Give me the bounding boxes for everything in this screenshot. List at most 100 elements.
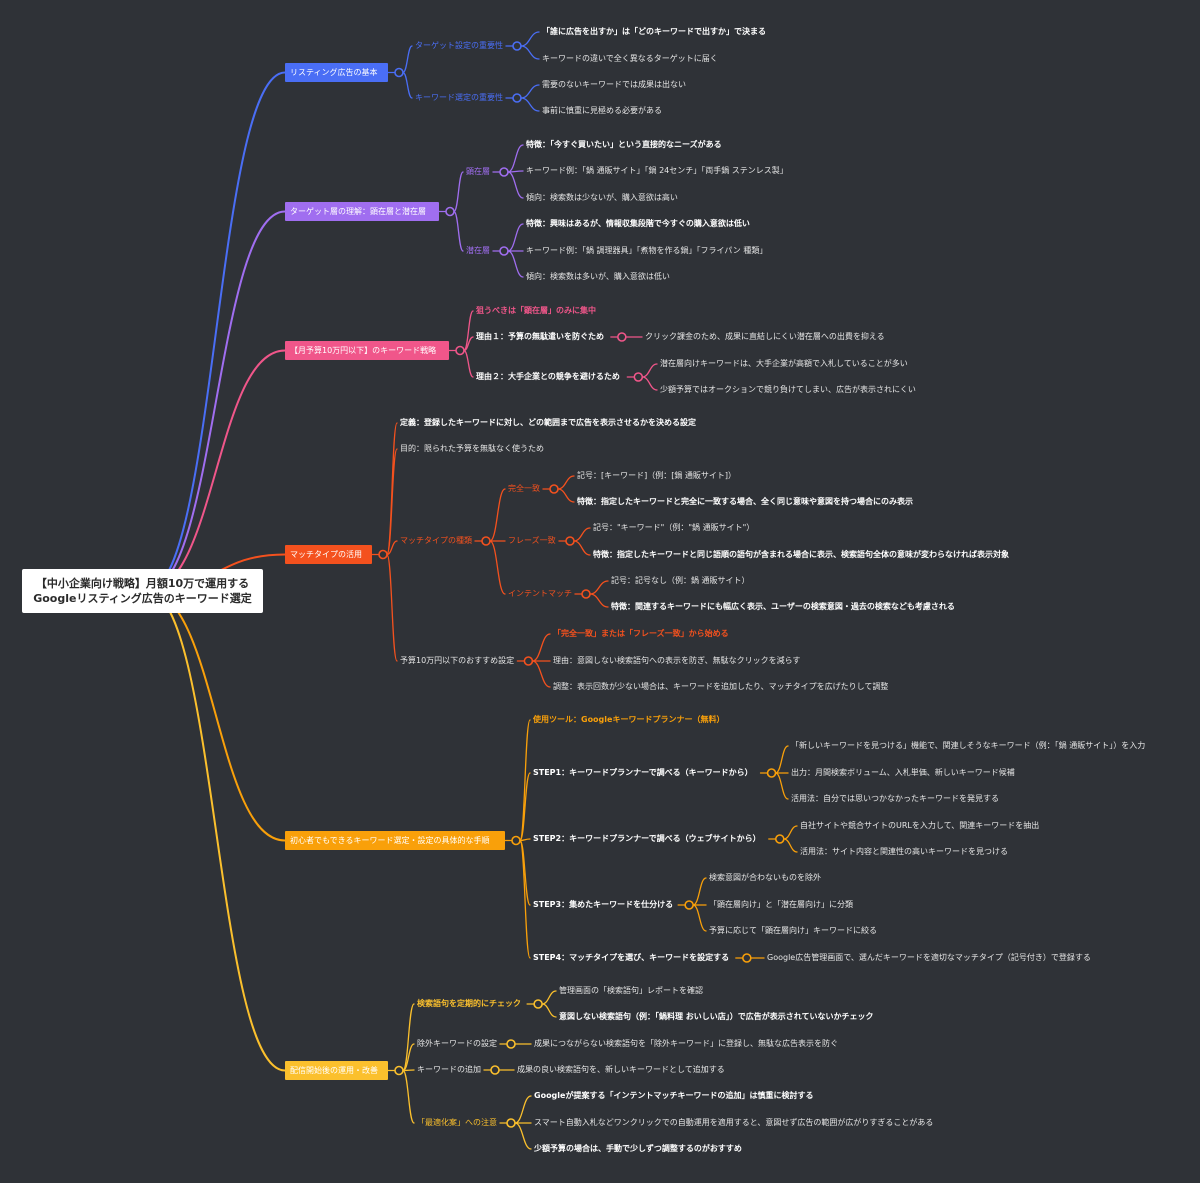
node-b2c1c[interactable]: 傾向：検索数は少ないが、購入意欲は高い [526, 193, 678, 202]
collapse-toggle-b4c3c[interactable] [581, 589, 591, 599]
node-b5c3[interactable]: STEP2：キーワードプランナーで調べる（ウェブサイトから） [533, 834, 761, 843]
node-b6c4b[interactable]: スマート自動入札などワンクリックでの自動運用を適用すると、意図せず広告の範囲が広… [534, 1118, 934, 1127]
node-b3c3a[interactable]: 潜在層向けキーワードは、大手企業が高額で入札していることが多い [660, 359, 908, 368]
collapse-toggle-b6c1[interactable] [533, 999, 543, 1009]
collapse-toggle-b6[interactable] [394, 1065, 404, 1076]
node-b6c1[interactable]: 検索語句を定期的にチェック [417, 999, 521, 1008]
node-b4c3b1[interactable]: 記号："キーワード"（例："鍋 通販サイト"） [593, 523, 755, 532]
node-b4c4b[interactable]: 理由：意図しない検索語句への表示を防ぎ、無駄なクリックを減らす [553, 656, 801, 665]
node-b4c2[interactable]: 目的：限られた予算を無駄なく使うため [400, 444, 544, 453]
node-b5c1[interactable]: 使用ツール：Googleキーワードプランナー（無料） [533, 715, 725, 724]
node-b2c2c[interactable]: 傾向：検索数は多いが、購入意欲は低い [526, 272, 670, 281]
node-b6c3a[interactable]: 成果の良い検索語句を、新しいキーワードとして追加する [517, 1065, 725, 1074]
node-b4c3c1[interactable]: 記号：記号なし（例：鍋 通販サイト） [611, 576, 750, 585]
node-b5c2[interactable]: STEP1：キーワードプランナーで調べる（キーワードから） [533, 768, 753, 777]
node-b4c3b2[interactable]: 特徴：指定したキーワードと同じ語順の語句が含まれる場合に表示、検索語句全体の意味… [593, 550, 1009, 559]
node-b4c3a[interactable]: 完全一致 [508, 484, 540, 493]
node-b6c4[interactable]: 「最適化案」への注意 [417, 1118, 497, 1127]
collapse-toggle-b3c2[interactable] [617, 332, 627, 342]
node-b5c5a[interactable]: Google広告管理画面で、選んだキーワードを適切なマッチタイプ（記号付き）で登… [767, 953, 1091, 962]
connector-b4c3 [386, 540, 398, 556]
node-b4c3c2[interactable]: 特徴：関連するキーワードにも幅広く表示、ユーザーの検索意図・過去の検索なども考慮… [611, 602, 955, 611]
collapse-toggle-b3[interactable] [455, 345, 465, 356]
node-b2c2b[interactable]: キーワード例：「鍋 調理器具」「煮物を作る鍋」「フライパン 種類」 [526, 246, 768, 255]
node-b1c1[interactable]: ターゲット設定の重要性 [415, 41, 503, 50]
node-b4c3a1[interactable]: 記号：[キーワード]（例：[鍋 通販サイト]） [577, 471, 737, 480]
node-b5c2c[interactable]: 活用法：自分では思いつかなかったキーワードを発見する [791, 794, 999, 803]
branch-b5[interactable]: 初心者でもできるキーワード選定・設定の具体的な手順 [285, 831, 505, 850]
node-b5c2b[interactable]: 出力：月間検索ボリューム、入札単価、新しいキーワード候補 [791, 768, 1015, 777]
collapse-toggle-b4c3a[interactable] [549, 484, 559, 494]
collapse-toggle-b4[interactable] [378, 549, 388, 560]
node-b5c4c[interactable]: 予算に応じて「顕在層向け」キーワードに絞る [709, 926, 877, 935]
node-b3c2a[interactable]: クリック課金のため、成果に直結しにくい潜在層への出費を抑える [645, 332, 885, 341]
connector-b5c3 [519, 838, 531, 842]
connector-b6c4c [514, 1122, 532, 1150]
branch-b1[interactable]: リスティング広告の基本 [285, 63, 388, 82]
node-b3c3b[interactable]: 少額予算ではオークションで競り負けてしまい、広告が表示されにくい [660, 385, 916, 394]
branch-b2[interactable]: ターゲット層の理解：顕在層と潜在層 [285, 202, 439, 221]
collapse-toggle-b2c1[interactable] [499, 167, 509, 177]
collapse-toggle-b2[interactable] [445, 206, 455, 217]
node-b6c4c[interactable]: 少額予算の場合は、手動で少しずつ調整するのがおすすめ [534, 1144, 742, 1153]
collapse-toggle-b6c4[interactable] [506, 1118, 516, 1128]
collapse-toggle-b6c2[interactable] [506, 1039, 516, 1049]
branch-b6[interactable]: 配信開始後の運用・改善 [285, 1061, 388, 1080]
root-node[interactable]: 【中小企業向け戦略】月額10万で運用する Googleリスティング広告のキーワー… [22, 569, 263, 613]
collapse-toggle-b6c3[interactable] [490, 1065, 500, 1075]
node-b5c4b[interactable]: 「顕在層向け」と「潜在層向け」に分類 [709, 900, 853, 909]
connector-root-b5 [146, 590, 286, 842]
node-b2c2a[interactable]: 特徴：興味はあるが、情報収集段階で今すぐの購入意欲は低い [526, 219, 750, 228]
collapse-toggle-b3c3[interactable] [633, 372, 644, 382]
node-b4c3[interactable]: マッチタイプの種類 [400, 536, 472, 545]
node-b5c2a[interactable]: 「新しいキーワードを見つける」機能で、関連しそうなキーワード（例：「鍋 通販サイ… [791, 741, 1146, 750]
node-b6c2a[interactable]: 成果につながらない検索語句を「除外キーワード」に登録し、無駄な広告表示を防ぐ [534, 1039, 838, 1048]
collapse-toggle-b1[interactable] [394, 67, 404, 78]
node-b2c2[interactable]: 潜在層 [466, 246, 490, 255]
collapse-toggle-b4c3b[interactable] [565, 536, 575, 546]
connector-b4c3c1 [589, 580, 609, 595]
collapse-toggle-b5c3[interactable] [774, 834, 785, 844]
node-b4c1[interactable]: 定義：登録したキーワードに対し、どの範囲まで広告を表示させるかを決める設定 [400, 418, 696, 427]
node-b4c4a[interactable]: 「完全一致」または「フレーズ一致」から始める [553, 629, 729, 638]
branch-b4[interactable]: マッチタイプの活用 [285, 545, 372, 564]
collapse-toggle-b1c1[interactable] [512, 41, 522, 51]
node-b5c5[interactable]: STEP4：マッチタイプを選び、キーワードを設定する [533, 953, 730, 962]
collapse-toggle-b5c4[interactable] [684, 900, 694, 910]
node-b1c2[interactable]: キーワード選定の重要性 [415, 93, 503, 102]
collapse-toggle-b2c2[interactable] [499, 246, 509, 256]
node-b4c3c[interactable]: インテントマッチ [508, 589, 572, 598]
node-b2c1b[interactable]: キーワード例：「鍋 通販サイト」「鍋 24センチ」「両手鍋 ステンレス製」 [526, 166, 788, 175]
node-b6c1b[interactable]: 意図しない検索語句（例：「鍋料理 おいしい店」）で広告が表示されていないかチェッ… [559, 1012, 874, 1021]
collapse-toggle-b4c3[interactable] [481, 536, 491, 546]
node-b6c1a[interactable]: 管理画面の「検索語句」レポートを確認 [559, 986, 703, 995]
node-b4c4[interactable]: 予算10万円以下のおすすめ設定 [400, 656, 515, 665]
node-b4c3b[interactable]: フレーズ一致 [508, 536, 556, 545]
connector-b4c3a [489, 488, 506, 542]
node-b1c1a[interactable]: 「誰に広告を出すか」は「どのキーワードで出すか」で決まる [542, 27, 766, 36]
node-b1c1b[interactable]: キーワードの違いで全く異なるターゲットに届く [542, 54, 718, 63]
node-b5c4[interactable]: STEP3：集めたキーワードを仕分ける [533, 900, 674, 909]
node-b2c1a[interactable]: 特徴：「今すぐ買いたい」という直接的なニーズがある [526, 140, 722, 149]
node-b5c3b[interactable]: 活用法：サイト内容と関連性の高いキーワードを見つける [800, 847, 1008, 856]
node-b3c2[interactable]: 理由１：予算の無駄遣いを防ぐため [476, 332, 604, 341]
branch-b3[interactable]: 【月予算10万円以下】のキーワード戦略 [285, 341, 449, 360]
node-b2c1[interactable]: 顕在層 [466, 167, 490, 176]
node-b5c4a[interactable]: 検索意図が合わないものを除外 [709, 873, 821, 882]
node-b5c3a[interactable]: 自社サイトや競合サイトのURLを入力して、関連キーワードを抽出 [800, 821, 1040, 830]
collapse-toggle-b5c5[interactable] [742, 953, 752, 963]
node-b6c4a[interactable]: Googleが提案する「インテントマッチキーワードの追加」は慎重に検討する [534, 1091, 814, 1100]
node-b3c1[interactable]: 狙うべきは「顕在層」のみに集中 [476, 306, 596, 315]
collapse-toggle-b1c2[interactable] [512, 93, 522, 103]
node-b6c2[interactable]: 除外キーワードの設定 [417, 1039, 497, 1048]
node-b6c3[interactable]: キーワードの追加 [417, 1065, 481, 1074]
node-b4c4c[interactable]: 調整：表示回数が少ない場合は、キーワードを追加したり、マッチタイプを広げたりして… [553, 682, 889, 691]
node-b3c3[interactable]: 理由２：大手企業との競争を避けるため [476, 372, 620, 381]
collapse-toggle-b5[interactable] [511, 835, 521, 846]
node-b1c2a[interactable]: 需要のないキーワードでは成果は出ない [542, 80, 686, 89]
collapse-toggle-b5c2[interactable] [766, 768, 777, 778]
collapse-toggle-b4c4[interactable] [523, 656, 534, 666]
node-b1c2b[interactable]: 事前に慎重に見極める必要がある [542, 106, 662, 115]
node-b4c3a2[interactable]: 特徴：指定したキーワードと完全に一致する場合、全く同じ意味や意図を持つ場合にのみ… [577, 497, 913, 506]
